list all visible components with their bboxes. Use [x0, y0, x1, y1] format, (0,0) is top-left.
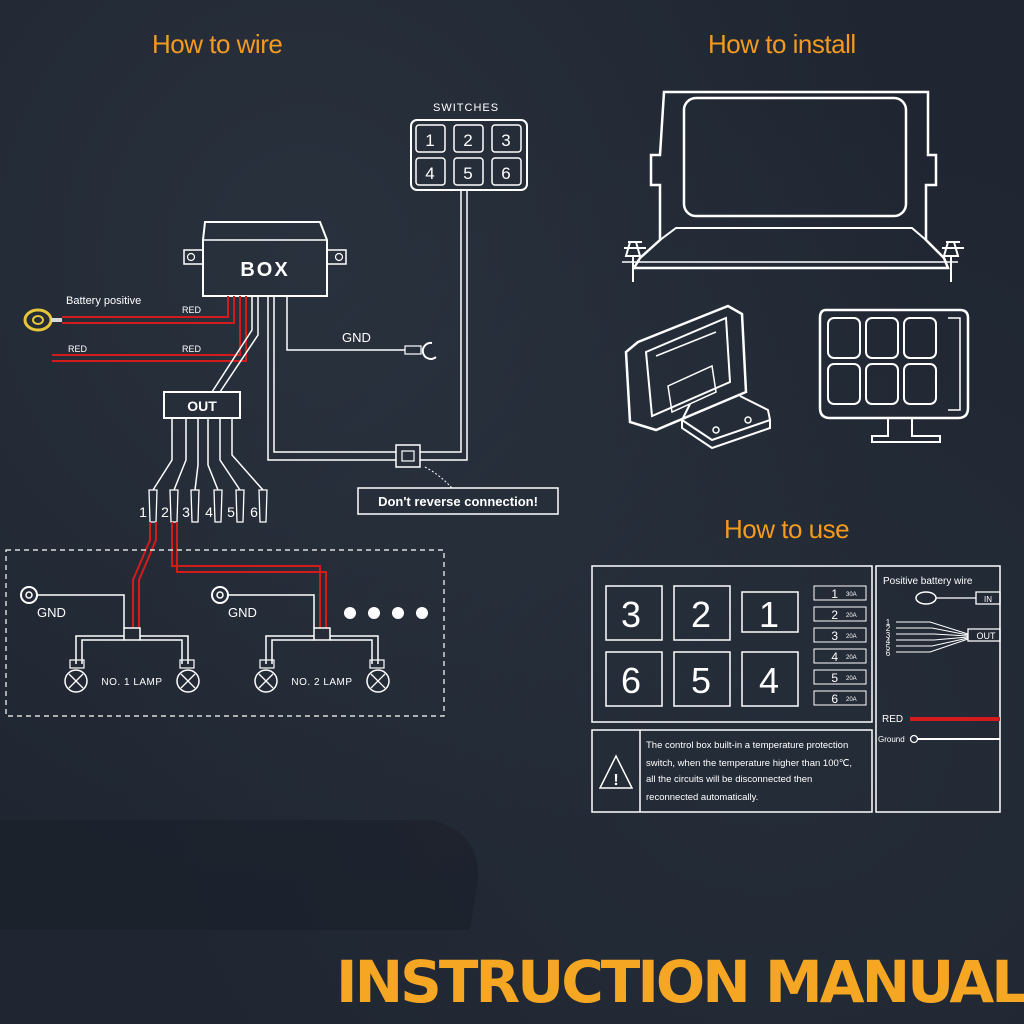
fuse-amp: 20A [846, 676, 857, 682]
warning-label: Don't reverse connection! [357, 487, 559, 515]
in-label: IN [984, 595, 992, 604]
note-line: switch, when the temperature higher than… [646, 758, 852, 769]
out-number: 2 [161, 504, 169, 520]
gnd-wire: GND [286, 296, 437, 360]
switch-number: 3 [501, 131, 510, 150]
switches-label: SWITCHES [433, 102, 499, 114]
instruction-manual-title: INSTRUCTION MANUAL [336, 948, 1024, 1016]
more-lamps-dots [344, 607, 428, 619]
fuse-number: 2 [831, 608, 838, 622]
fuse-amp: 20A [846, 634, 857, 640]
out-number: 6 [250, 504, 258, 520]
plug-connector [395, 444, 453, 489]
heading-how-to-use: How to use [724, 514, 849, 544]
switch-number: 4 [425, 164, 434, 183]
out-wires: 1 2 3 4 5 6 [139, 418, 268, 523]
fuse-number: 1 [831, 587, 838, 601]
out-label: OUT [187, 398, 217, 414]
fuse-number: 6 [831, 692, 838, 706]
wire-number: 2 [886, 624, 891, 633]
red-label: RED [182, 305, 202, 315]
svg-text:!: ! [613, 772, 618, 789]
out-block: OUT [163, 391, 241, 419]
out-number: 1 [139, 504, 147, 520]
ground-wire-label: Ground [878, 735, 905, 744]
mounting-bracket-illustration [622, 90, 964, 282]
lamp-gnd-label: GND [228, 605, 257, 620]
battery-wires: Battery positive RED RED RED [23, 295, 247, 362]
switch-cable [420, 190, 468, 461]
lamp-gnd-label: GND [37, 605, 66, 620]
out-label-small: OUT [977, 631, 997, 641]
note-line: reconnected automatically. [646, 792, 758, 803]
control-box: BOX [183, 221, 347, 297]
switch-panel: 1 2 3 4 5 6 [410, 119, 528, 191]
wire-number: 4 [886, 637, 891, 646]
keypad-number: 4 [759, 660, 779, 701]
lamp-feed-wires [132, 522, 327, 628]
lamp-2-circuit: GND NO. 2 LAMP [211, 586, 390, 693]
keypad-number: 2 [691, 594, 711, 635]
out-number: 4 [205, 504, 213, 520]
red-wire-label: RED [882, 714, 903, 725]
keypad-panel: 3 2 1 6 5 4 [591, 565, 873, 723]
battery-positive-label: Battery positive [66, 295, 141, 307]
fuse-amp: 20A [846, 697, 857, 703]
red-label: RED [182, 344, 202, 354]
wire-number: 1 [886, 618, 891, 627]
fuse-number: 3 [831, 629, 838, 643]
fuse-amp: 20A [846, 613, 857, 619]
switch-number: 1 [425, 131, 434, 150]
switch-number: 2 [463, 131, 472, 150]
positive-battery-wire-label: Positive battery wire [883, 576, 973, 587]
fuse-amp: 30A [846, 592, 857, 598]
switch-number: 5 [463, 164, 472, 183]
heading-how-to-install: How to install [708, 29, 856, 59]
box-to-out-cable [211, 296, 259, 393]
heading-how-to-wire: How to wire [152, 29, 282, 59]
out-number: 3 [182, 504, 190, 520]
keypad-number: 5 [691, 660, 711, 701]
lamp-zone [5, 549, 445, 717]
wire-number: 3 [886, 631, 891, 640]
note-line: all the circuits will be disconnected th… [646, 774, 812, 785]
box-label: BOX [240, 259, 289, 281]
fuse-amp: 20A [846, 655, 857, 661]
background-shape [0, 820, 479, 930]
fuse-number: 4 [831, 650, 838, 664]
keypad-number: 6 [621, 660, 641, 701]
fuse-list: 1 30A 2 20A 3 20A 4 20A 5 20A 6 20A [813, 585, 867, 706]
keypad-number: 3 [621, 594, 641, 635]
keypad-number: 1 [759, 594, 779, 635]
note-line: The control box built-in a temperature p… [646, 740, 848, 751]
mounted-panel-side-view [624, 304, 772, 450]
out-number: 5 [227, 504, 235, 520]
warning-text: Don't reverse connection! [378, 494, 538, 509]
switch-number: 6 [501, 164, 510, 183]
lamp-1-circuit: GND NO. 1 LAMP [20, 586, 200, 693]
fuse-number: 5 [831, 671, 838, 685]
box-to-connector-cable [267, 296, 396, 461]
wire-number: 6 [886, 649, 891, 658]
lamp-2-label: NO. 2 LAMP [291, 677, 352, 688]
gnd-label: GND [342, 330, 371, 345]
mounted-panel-front-view [818, 308, 970, 443]
temperature-note: ! The control box built-in a temperature… [591, 729, 873, 813]
battery-wire-panel: Positive battery wire IN OUT 1 2 3 4 5 6… [875, 565, 1001, 813]
warning-icon [598, 754, 634, 789]
red-label: RED [68, 344, 88, 354]
wire-number: 5 [886, 643, 891, 652]
lamp-1-label: NO. 1 LAMP [101, 677, 162, 688]
